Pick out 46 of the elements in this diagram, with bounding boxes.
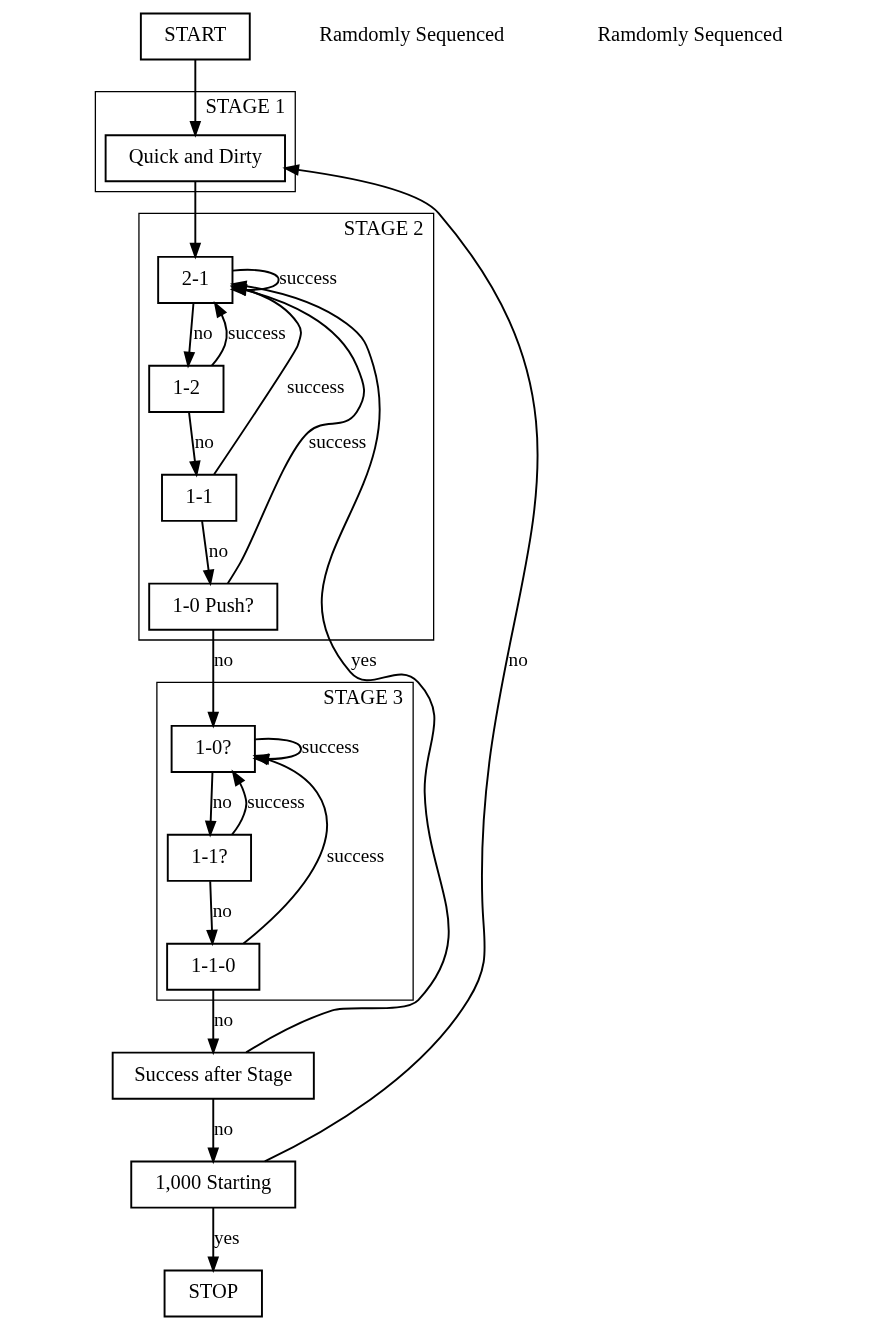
edge-label: yes <box>351 648 377 670</box>
edge-label: no <box>212 790 232 812</box>
edge-label: success <box>247 790 305 812</box>
edge-label: no <box>508 648 528 670</box>
node-box: 1,000 Starting <box>130 1160 297 1209</box>
arrow <box>201 520 215 587</box>
node-box: 1-0? <box>170 724 256 773</box>
edge-label: success <box>301 736 360 758</box>
node-box: START <box>139 12 251 61</box>
arrow <box>210 300 228 367</box>
edge-label: no <box>193 321 213 343</box>
edge-label: no <box>194 430 214 452</box>
arrow <box>231 769 248 836</box>
node-box: Quick and Dirty <box>104 134 286 183</box>
label: Ramdomly Sequenced <box>597 23 783 46</box>
node-box: 1-1? <box>166 833 252 882</box>
edge-label: no <box>213 1117 234 1139</box>
edge-label: success <box>228 321 286 343</box>
node-box: 2-1 <box>157 255 234 304</box>
edge-label: no <box>213 1008 234 1030</box>
arrow <box>189 180 202 260</box>
arrow <box>189 58 202 138</box>
node-box: 1-1 <box>161 473 238 522</box>
edge-label: no <box>212 899 232 921</box>
arrow <box>207 989 220 1056</box>
arrow <box>263 164 538 1163</box>
arrow <box>206 880 218 947</box>
arrow <box>188 411 201 478</box>
arrow <box>207 1098 220 1165</box>
label: Ramdomly Sequenced <box>319 23 505 46</box>
edge-label: success <box>308 430 367 452</box>
arrow <box>183 302 196 369</box>
edge-label: yes <box>213 1226 240 1248</box>
edge-label: success <box>286 376 345 398</box>
arrow <box>207 628 220 729</box>
node-box: 1-0 Push? <box>148 582 279 631</box>
node-box: 1-2 <box>148 364 225 413</box>
edge-label: success <box>326 845 385 867</box>
node-box: 1-1-0 <box>166 942 261 991</box>
edge-label: success <box>279 267 337 289</box>
arrow <box>204 771 217 838</box>
edge-label: no <box>208 539 228 561</box>
edge-label: no <box>213 648 234 670</box>
node-box: STOP <box>163 1269 263 1318</box>
arrow <box>207 1206 220 1274</box>
node-box: Success after Stage <box>111 1051 315 1100</box>
